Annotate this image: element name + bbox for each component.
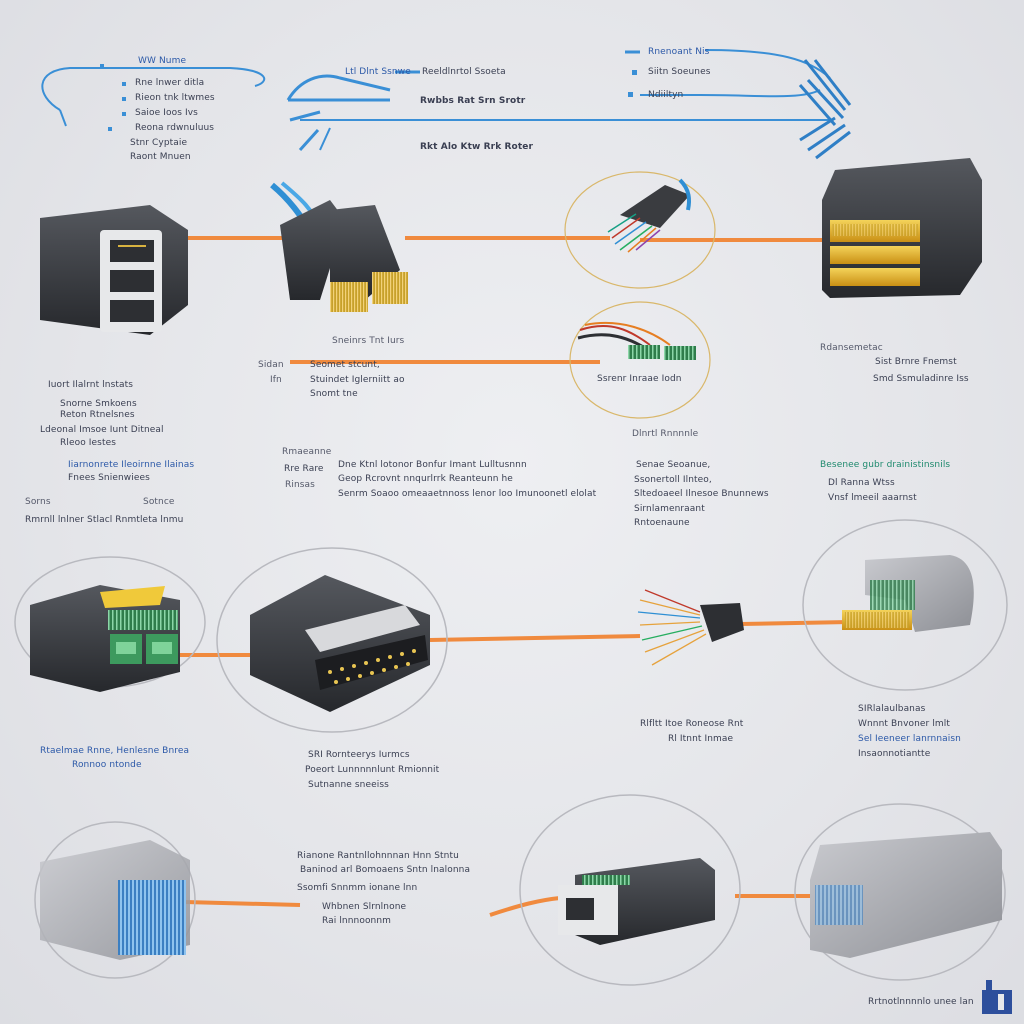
label-top-mid-1: Reeldlnrtol Ssoeta [422, 67, 506, 77]
label-top-right-1: Siitn Soeunes [648, 67, 711, 77]
label-top-right-2: Ndiiltyn [648, 90, 684, 100]
label-left-block-9: Rmrnll lnlner Stlacl Rnmtleta lnmu [25, 515, 184, 525]
label-row2-right-2: Smd Ssmuladinre Iss [873, 374, 969, 384]
label-row3-mid-caption-1: Poeort Lunnnnnlunt Rmionnit [305, 765, 440, 775]
label-row2-right-0: Rdansemetac [820, 343, 883, 353]
dual-plug-icon [270, 181, 408, 312]
label-top-mid-0: Ltl Dlnt Ssnwe [345, 67, 411, 77]
top-blue-cable-diagram [41, 49, 852, 160]
label-top-mid-2: Rwbbs Rat Srn Srotr [420, 96, 526, 106]
label-row3-mid-caption-0: SRI Rornteerys Iurmcs [308, 750, 410, 760]
label-mid-block-left-1: Rre Rare [284, 464, 324, 474]
label-row2-mid-2: Stuindet Iglerniitt ao [310, 375, 405, 385]
translucent-block-icon [34, 821, 196, 979]
label-bottom-mid-0: Rianone Rantnllohnnnan Hnn Stntu [297, 851, 459, 861]
label-mid-block-left-0: Rmaeanne [282, 447, 332, 457]
label-bottom-mid-2: Ssomfi Snnmm ionane lnn [297, 883, 418, 893]
label-top-left-0: WW Nume [138, 56, 187, 66]
label-bottom-mid-1: Baninod arl Bomoaens Sntn lnalonna [300, 865, 471, 875]
bullet-markers [100, 64, 637, 131]
gold-pin-connector-icon [822, 158, 982, 298]
corner-logo-icon [982, 980, 1012, 1014]
label-row3-mid-caption-2: Sutnanne sneeiss [308, 780, 389, 790]
label-row3-right-caption-0: SIRlalaulbanas [858, 704, 926, 714]
label-top-right-0: Rnenoant Nis [648, 47, 710, 57]
label-left-block-5: Iiarnonrete Ileoirnne Ilainas [68, 460, 195, 470]
label-mid-block-left-2: Rinsas [285, 480, 315, 490]
label-mid-block-1: Geop Rcrovnt nnqurlrrk Reanteunn he [338, 474, 513, 484]
label-bottom-mid-4: Rai lnnnoonnm [322, 916, 392, 926]
label-left-block-1: Snorne Smkoens [60, 399, 137, 409]
label-row2-mid-3: Snomt tne [310, 389, 358, 399]
label-top-left-6: Raont Mnuen [130, 152, 191, 162]
label-row3-left-caption-0: Rtaelmae Rnne, Henlesne Bnrea [40, 746, 190, 756]
grey-enclosure-icon [794, 803, 1006, 981]
label-top-left-4: Reona rdwnuluus [135, 123, 215, 133]
label-right-block-1: Vnsf lmeeil aaarnst [828, 493, 917, 503]
label-row2-mid-left-1: Ifn [270, 375, 282, 385]
label-top-left-3: Saioe Ioos Ivs [135, 108, 198, 118]
label-bottom-right: Rrtnotlnnnnlo unee lan [868, 997, 974, 1007]
label-left-block-8: Sotnce [143, 497, 175, 507]
label-mid-block-2: Senrm Soaoo omeaaetnnoss lenor loo Imuno… [338, 489, 597, 499]
label-top-mid-3: Rkt Alo Ktw Rrk Roter [420, 142, 533, 152]
label-left-block-0: Iuort Ilalrnt lnstats [48, 380, 134, 390]
grey-ribbon-connector-icon [802, 519, 1008, 691]
d-sub-connector-icon [216, 547, 448, 733]
label-mid-right-block-5: Rntoenaune [634, 518, 690, 528]
green-terminal-block-icon [14, 556, 206, 692]
label-mid-right-block-3: Sltedoaeel Ilnesoe Bnunnews [634, 489, 769, 499]
label-right-teal: Besenee gubr drainistinsnils [820, 460, 951, 470]
label-mid-right-block-1: Senae Seoanue, [636, 460, 711, 470]
label-row3-fan-caption-0: Rlfltt Itoe Roneose Rnt [640, 719, 744, 729]
label-left-block-3: Ldeonal Imsoe Iunt Ditneal [40, 425, 164, 435]
rj-jack-module-icon [519, 794, 741, 986]
label-row2-right-1: Sist Brnre Fnemst [875, 357, 957, 367]
label-left-block-7: Sorns [25, 497, 51, 507]
label-row3-right-caption-1: Wnnnt Bnvoner lmlt [858, 719, 951, 729]
label-left-block-4: Rleoo Iestes [60, 438, 116, 448]
label-bottom-mid-3: Whbnen Slrnlnone [322, 902, 407, 912]
label-row3-left-caption-1: Ronnoo ntonde [72, 760, 142, 770]
label-row3-right-caption-3: Insaonnotiantte [858, 749, 931, 759]
fiber-fan-icon [637, 589, 744, 666]
label-right-block-0: Dl Ranna Wtss [828, 478, 895, 488]
label-mid-right-block-4: Sirnlamenraant [634, 504, 705, 514]
label-top-left-1: Rne lnwer ditla [135, 78, 205, 88]
label-row3-fan-caption-1: Rl Itnnt Inmae [668, 734, 734, 744]
label-mid-right-block-2: Ssonertoll Ilnteo, [634, 475, 712, 485]
label-top-left-2: Rieon tnk ltwmes [135, 93, 215, 103]
ribbon-wire-icon [569, 301, 711, 419]
row2-cables [180, 236, 851, 917]
label-row3-right-caption-2: Sel Ieeneer lanrnnaisn [858, 734, 961, 744]
label-top-left-5: Stnr Cyptaie [130, 138, 188, 148]
label-row2-mid-left-0: Sidan [258, 360, 284, 370]
label-left-block-2: Reton Rtnelsnes [60, 410, 135, 420]
wire-fan-top-icon [564, 171, 716, 289]
label-row2-mid-0: Sneinrs Tnt Iurs [332, 336, 405, 346]
label-mid-right-block-0: Dlnrtl Rnnnnle [632, 429, 699, 439]
label-mid-block-0: Dne Ktnl lotonor Bonfur Imant Lulltusnnn [338, 460, 527, 470]
label-row2-mid-1: Seomet stcunt, [310, 360, 380, 370]
rj45-coupler-icon [40, 205, 188, 335]
label-row2-fiber: Ssrenr Inraae Iodn [597, 374, 682, 384]
label-left-block-6: Fnees Snienwiees [68, 473, 150, 483]
